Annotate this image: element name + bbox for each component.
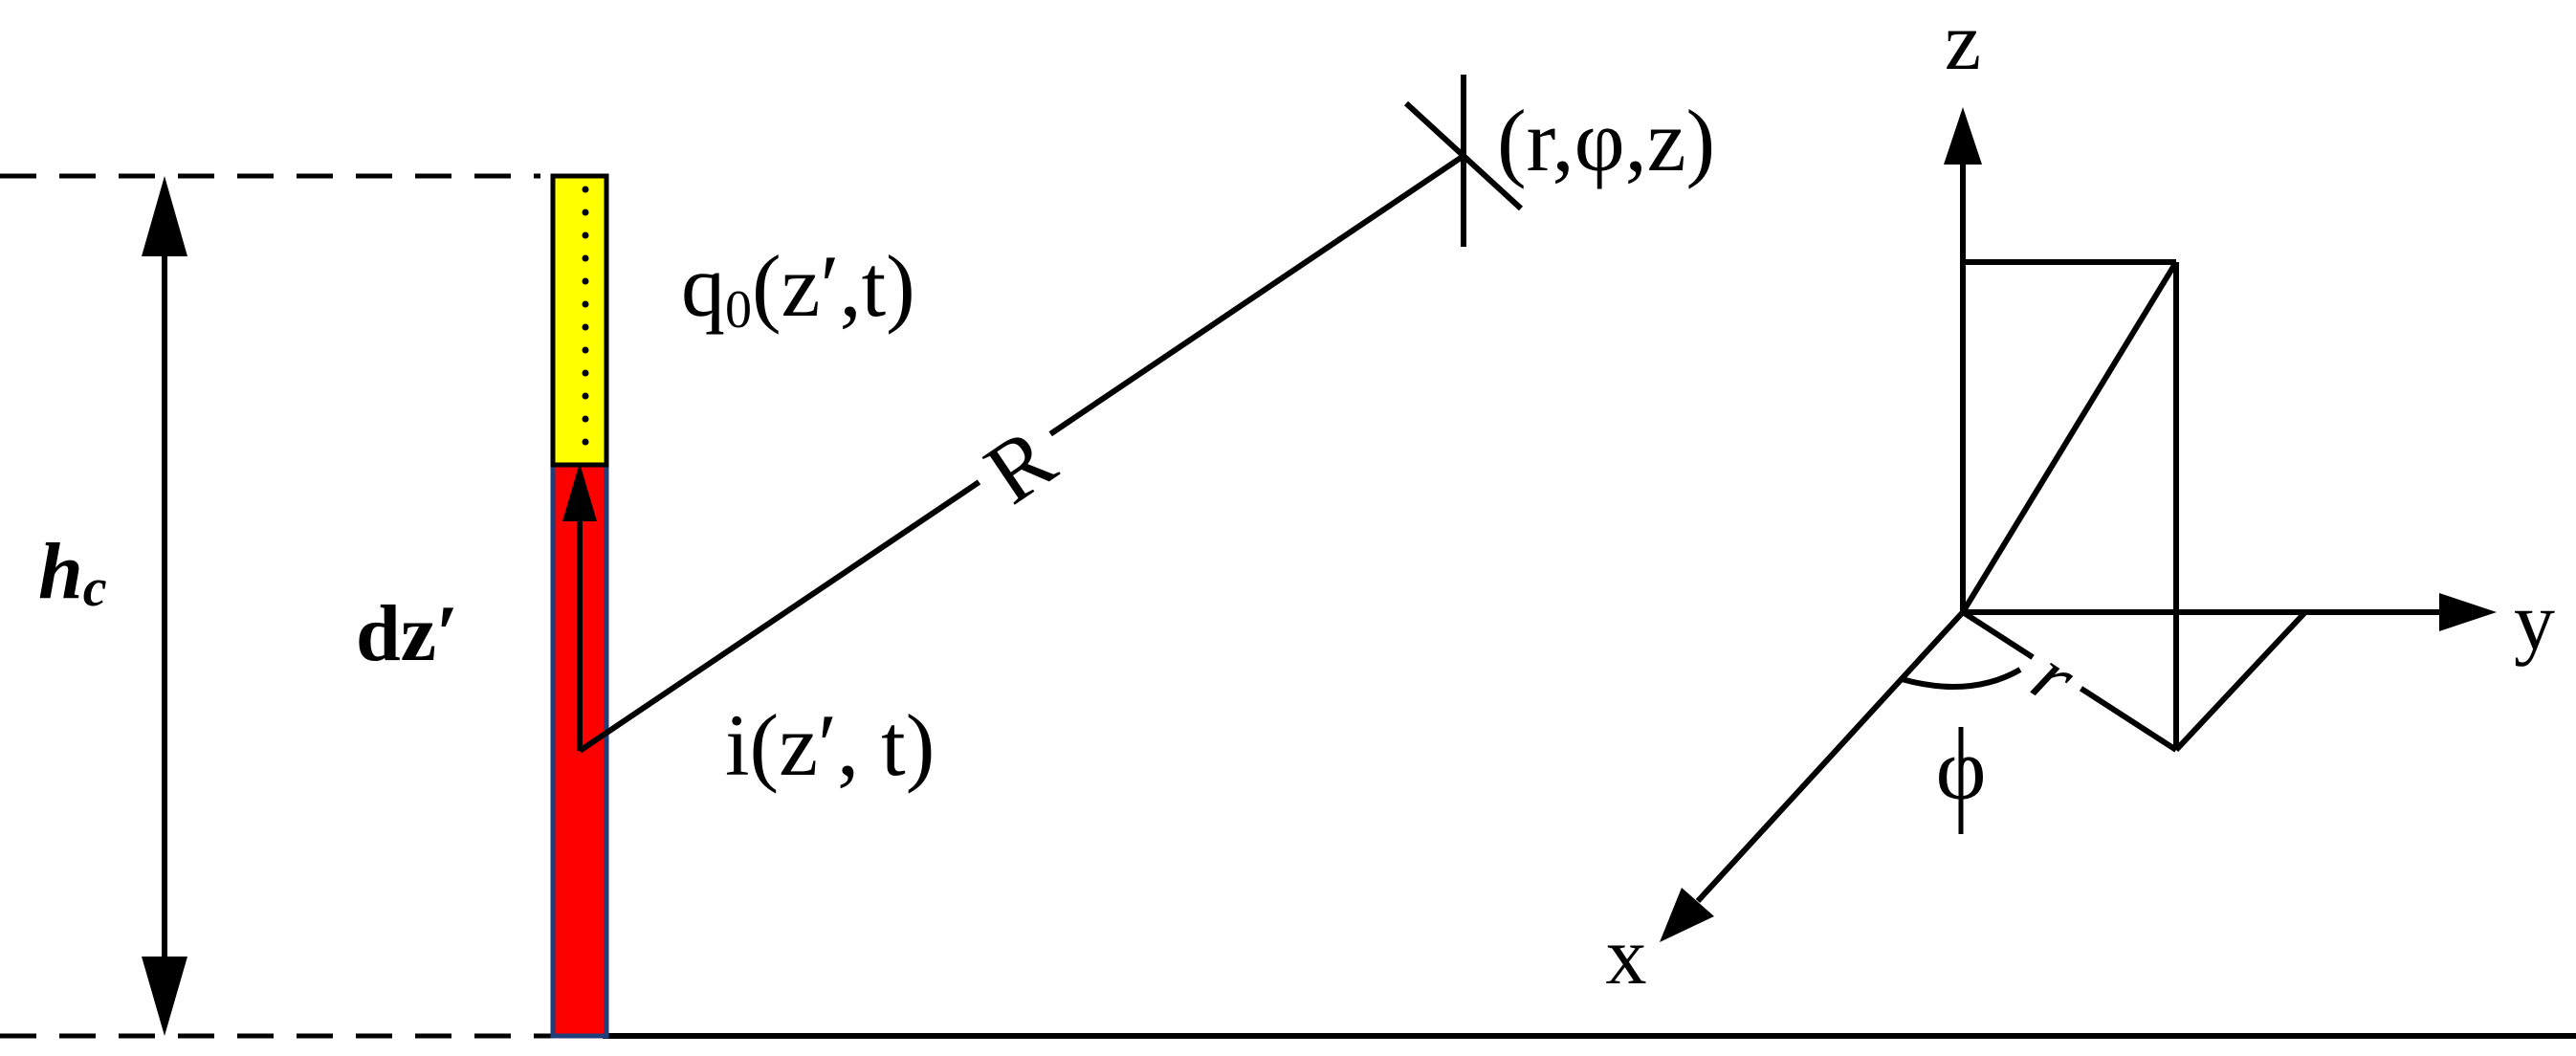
dz-arrow-up-icon	[562, 463, 597, 521]
angle-arc	[1901, 667, 2022, 690]
point-marker-diagonal	[1403, 100, 1524, 211]
z-axis-label: z	[1945, 0, 1981, 87]
y-axis-arrow-icon	[2439, 593, 2497, 631]
dz-label: dz′	[356, 589, 459, 678]
y-axis-label: y	[2514, 575, 2555, 667]
height-arrow-up-icon	[142, 176, 187, 256]
distance-label-background	[958, 404, 1079, 524]
height-label: hc	[38, 527, 107, 618]
box-diagonal	[1960, 260, 2179, 614]
charge-label: q0(z′,t)	[681, 237, 915, 340]
height-subscript: c	[83, 559, 107, 618]
x-axis-arrow-icon	[1660, 888, 1714, 942]
x-axis	[1695, 609, 1966, 904]
point-label: (r,φ,z)	[1497, 92, 1715, 189]
x-axis-label: x	[1606, 910, 1647, 1001]
radius-label-background	[2012, 632, 2098, 720]
channel-charge-dots	[568, 182, 591, 461]
z-axis-arrow-icon	[1944, 107, 1982, 165]
charge-subscript: 0	[725, 280, 752, 340]
current-label: i(z′, t)	[725, 696, 935, 794]
height-arrow-down-icon	[142, 957, 187, 1036]
charge-args: (z′,t)	[752, 237, 915, 335]
radius-projection-line	[2173, 609, 2308, 753]
